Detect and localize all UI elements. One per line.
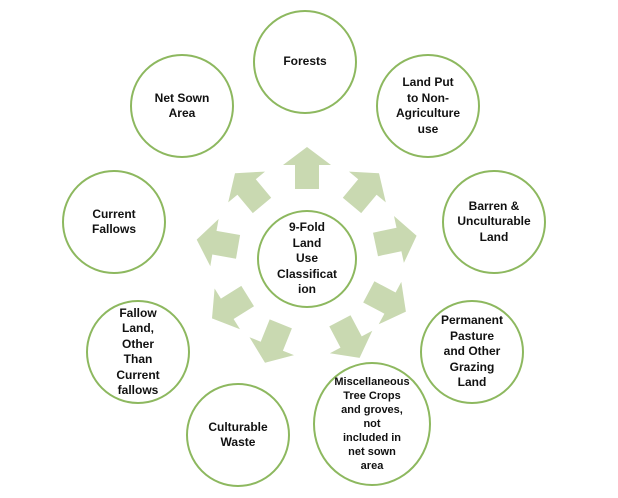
arrow-to-culturable-waste — [249, 319, 294, 363]
node-pasture: Permanent Pasture and Other Grazing Land — [420, 300, 524, 404]
node-fallow-other: Fallow Land, Other Than Current fallows — [86, 300, 190, 404]
arrow-to-current-fallows — [196, 219, 241, 267]
label-misc-tree-crops: Miscellaneous Tree Crops and groves, not… — [334, 376, 410, 472]
center-label: 9-Fold Land Use Classificat ion — [277, 220, 337, 298]
arrow-to-forests — [283, 147, 331, 189]
arrow-to-net-sown — [228, 171, 272, 214]
node-non-agriculture: Land Put to Non- Agriculture use — [376, 54, 480, 158]
label-pasture: Permanent Pasture and Other Grazing Land — [440, 313, 504, 390]
arrow-to-pasture — [363, 281, 406, 325]
arrow-to-fallow-other — [212, 285, 254, 330]
label-current-fallows: Current Fallows — [91, 206, 136, 237]
node-barren: Barren & Unculturable Land — [442, 170, 546, 274]
node-forests: Forests — [253, 10, 357, 114]
arrow-to-non-agriculture — [342, 171, 386, 214]
arrow-to-misc-tree-crops — [329, 315, 373, 358]
node-current-fallows: Current Fallows — [62, 170, 166, 274]
node-net-sown: Net Sown Area — [130, 54, 234, 158]
label-fallow-other: Fallow Land, Other Than Current fallows — [116, 305, 160, 398]
label-culturable-waste: Culturable Waste — [208, 419, 268, 450]
label-net-sown: Net Sown Area — [154, 90, 210, 121]
node-misc-tree-crops: Miscellaneous Tree Crops and groves, not… — [313, 362, 431, 486]
label-non-agriculture: Land Put to Non- Agriculture use — [395, 75, 460, 136]
center-node: 9-Fold Land Use Classificat ion — [257, 210, 357, 308]
label-barren: Barren & Unculturable Land — [457, 198, 531, 244]
node-culturable-waste: Culturable Waste — [186, 383, 290, 487]
center-label-text: 9-Fold Land Use Classificat ion — [276, 220, 338, 297]
arrow-to-barren — [373, 216, 417, 263]
label-forests: Forests — [283, 54, 327, 69]
